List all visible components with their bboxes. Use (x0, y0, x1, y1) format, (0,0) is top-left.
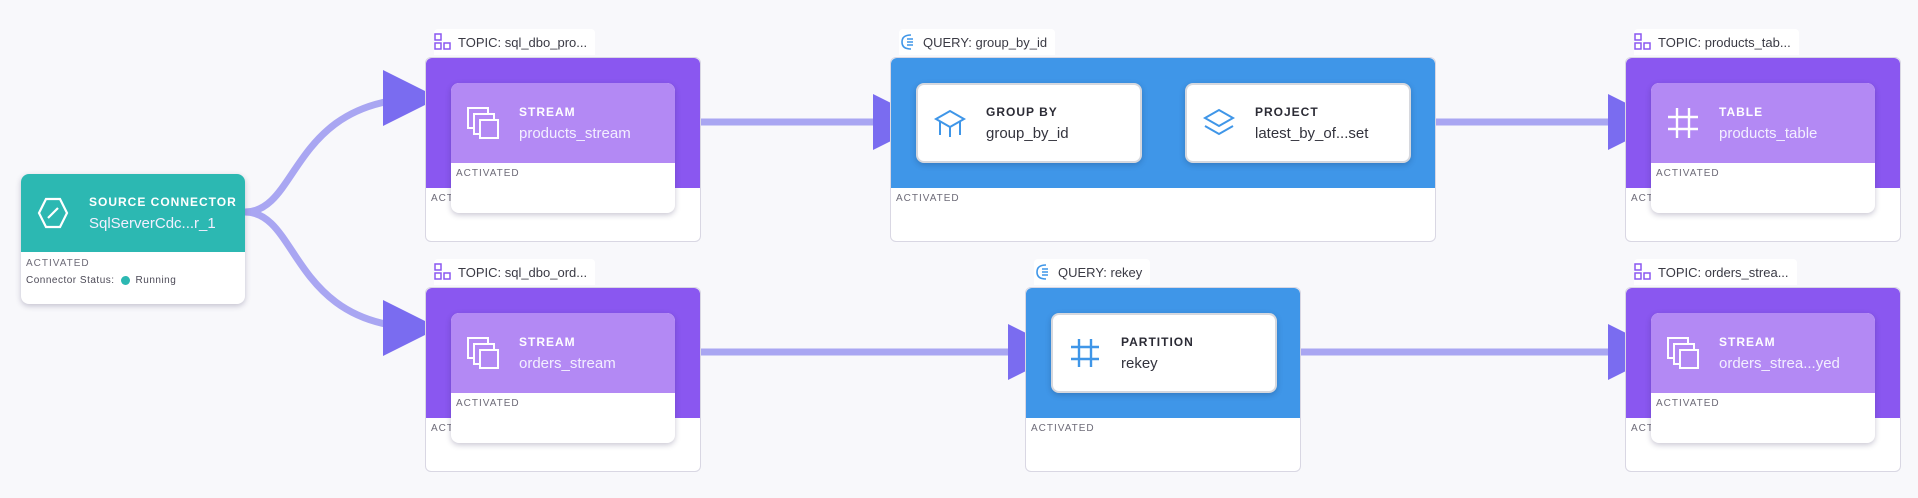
query-status: ACTIVATED (896, 193, 960, 204)
node-name: products_table (1719, 124, 1818, 142)
partition-step[interactable]: PARTITION rekey (1051, 313, 1277, 393)
status-dot-icon (120, 276, 130, 285)
group-by-icon (930, 103, 970, 143)
node-state: ACTIVATED (456, 398, 520, 409)
topic-title: TOPIC: sql_dbo_ord... (458, 264, 588, 280)
topic-header: TOPIC: sql_dbo_pro... (434, 29, 596, 55)
group-by-step[interactable]: GROUP BY group_by_id (916, 83, 1142, 163)
query-title: QUERY: group_by_id (923, 34, 1048, 50)
node-kind: TABLE (1719, 104, 1764, 119)
topic-header: TOPIC: orders_strea... (1634, 259, 1797, 285)
topic-status: ACTI (431, 193, 458, 204)
topic-group-orders[interactable]: TOPIC: sql_dbo_ord... ACTI STREAM orders… (425, 259, 701, 472)
query-icon (899, 33, 917, 51)
connector-kind: SOURCE CONNECTOR (89, 194, 237, 209)
topic-icon (1634, 33, 1652, 51)
query-header: QUERY: group_by_id (899, 29, 1056, 55)
query-group-rekey[interactable]: QUERY: rekey ACTIVATED PARTITION rekey (1025, 259, 1301, 472)
node-state: ACTIVATED (1656, 168, 1720, 179)
partition-icon (1065, 333, 1105, 373)
node-state: ACTIVATED (1656, 398, 1720, 409)
topic-header: TOPIC: products_tab... (1634, 29, 1799, 55)
table-icon (1663, 103, 1703, 143)
source-connector-node[interactable]: SOURCE CONNECTOR SqlServerCdc...r_1 ACTI… (21, 174, 245, 304)
node-name: orders_stream (519, 354, 616, 372)
stream-node-orders[interactable]: STREAM orders_stream ACTIVATED (451, 313, 675, 443)
node-name: products_stream (519, 124, 631, 142)
topic-title: TOPIC: products_tab... (1658, 34, 1791, 50)
connector-status-value: Running (135, 275, 177, 286)
project-step[interactable]: PROJECT latest_by_of...set (1185, 83, 1411, 163)
node-kind: STREAM (519, 334, 576, 349)
stream-icon (463, 333, 503, 373)
connector-status-label: Connector Status: (26, 275, 115, 286)
topic-header: TOPIC: sql_dbo_ord... (434, 259, 596, 285)
stream-icon (463, 103, 503, 143)
topic-title: TOPIC: orders_strea... (1658, 264, 1789, 280)
topic-group-products[interactable]: TOPIC: sql_dbo_pro... ACTI STREAM produc… (425, 29, 701, 242)
stream-node-orders-rekeyed[interactable]: STREAM orders_strea...yed ACTIVATED (1651, 313, 1875, 443)
query-icon (1034, 263, 1052, 281)
step-kind: GROUP BY (986, 104, 1058, 119)
query-group-group-by-id[interactable]: QUERY: group_by_id ACTIVATED GROUP BY gr… (890, 29, 1436, 242)
node-kind: STREAM (1719, 334, 1776, 349)
topic-status: ACTI (1631, 423, 1658, 434)
connector-name: SqlServerCdc...r_1 (89, 214, 216, 232)
step-kind: PROJECT (1255, 104, 1319, 119)
step-kind: PARTITION (1121, 334, 1194, 349)
node-kind: STREAM (519, 104, 576, 119)
node-state: ACTIVATED (456, 168, 520, 179)
topic-status: ACTI (1631, 193, 1658, 204)
topic-icon (434, 33, 452, 51)
stream-icon (1663, 333, 1703, 373)
step-name: latest_by_of...set (1255, 124, 1369, 142)
link-connector-to-orders-topic (244, 208, 439, 356)
step-name: rekey (1121, 354, 1158, 372)
step-name: group_by_id (986, 124, 1069, 142)
topic-group-orders-rekeyed[interactable]: TOPIC: orders_strea... ACTI STREAM order… (1625, 259, 1901, 472)
stream-node-products[interactable]: STREAM products_stream ACTIVATED (451, 83, 675, 213)
query-header: QUERY: rekey (1034, 259, 1151, 285)
connector-state: ACTIVATED (26, 258, 90, 269)
project-icon (1199, 103, 1239, 143)
topic-icon (434, 263, 452, 281)
topic-status: ACTI (431, 423, 458, 434)
query-title: QUERY: rekey (1058, 264, 1143, 280)
connector-icon (33, 193, 73, 233)
table-node-products[interactable]: TABLE products_table ACTIVATED (1651, 83, 1875, 213)
topic-group-products-table[interactable]: TOPIC: products_tab... ACTI TABLE produc… (1625, 29, 1901, 242)
node-name: orders_strea...yed (1719, 354, 1840, 372)
link-connector-to-products-topic (244, 70, 439, 216)
topic-title: TOPIC: sql_dbo_pro... (458, 34, 588, 50)
connector-status-row: Connector Status: Running (26, 275, 176, 286)
topic-icon (1634, 263, 1652, 281)
query-status: ACTIVATED (1031, 423, 1095, 434)
